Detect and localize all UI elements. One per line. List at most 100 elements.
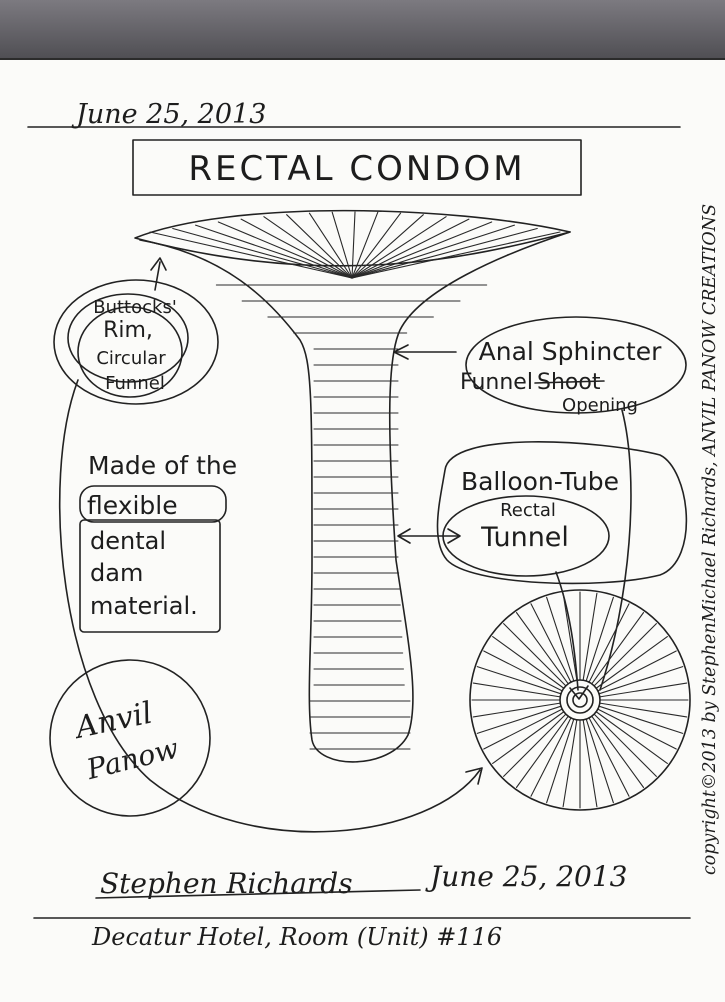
- flexible-outline: [79, 485, 227, 523]
- funnel-rim: [134, 209, 571, 279]
- disc-spoke: [597, 650, 677, 692]
- signature-date: June 25, 2013: [425, 860, 627, 893]
- material-box: [79, 519, 221, 633]
- disc-spoke: [582, 719, 598, 808]
- disc-spoke: [530, 603, 572, 683]
- disc-spoke: [588, 603, 630, 683]
- rim-spoke: [351, 214, 424, 279]
- rim-spoke: [286, 214, 353, 279]
- rim-label-line4: Funnel: [105, 373, 165, 394]
- balloon-to-opening-line: [555, 571, 579, 691]
- rim-spoke: [351, 227, 538, 279]
- rim-spoke: [351, 216, 447, 279]
- disc-spoke: [597, 708, 677, 750]
- material-label-line3: dental: [90, 527, 166, 555]
- balloon-label-group: Balloon-Tube Rectal Tunnel: [397, 441, 688, 691]
- opening-disc: [469, 589, 691, 811]
- disc-spoke: [492, 635, 565, 689]
- rim-spoke: [351, 212, 402, 279]
- rim-spoke: [351, 218, 470, 279]
- footer-location: Decatur Hotel, Room (Unit) #116: [91, 923, 502, 951]
- disc-spoke: [588, 717, 630, 797]
- disc-spoke: [476, 705, 562, 734]
- rim-spoke: [263, 216, 353, 279]
- rim-label-line2: Rim,: [103, 318, 153, 343]
- material-label-group: Made of the flexible dental dam material…: [79, 451, 237, 633]
- material-label-line4: dam: [90, 559, 143, 587]
- disc-spoke: [562, 592, 578, 681]
- disc-spoke: [515, 612, 569, 685]
- rim-spoke: [308, 212, 353, 279]
- rim-spoke: [195, 224, 353, 279]
- disc-spoke: [595, 635, 668, 689]
- disc-spoke: [503, 713, 567, 777]
- diagram-title: RECTAL CONDOM: [188, 149, 525, 189]
- rim-spoke: [149, 231, 353, 279]
- material-label-line5: material.: [90, 592, 198, 620]
- material-label-line1: Made of the: [88, 451, 237, 480]
- rim-spoke: [351, 211, 379, 279]
- disc-spoke: [530, 717, 572, 797]
- disc-spoke: [515, 715, 569, 788]
- sphincter-arrowhead: [393, 344, 409, 360]
- disc-spoke: [599, 702, 688, 718]
- rim-label-group: Buttocks' Rim, Circular Funnel: [53, 257, 219, 405]
- rim-spoke: [351, 221, 493, 279]
- rim-label-line1: Buttocks': [93, 297, 177, 318]
- disc-spoke: [472, 702, 561, 718]
- disc-spoke: [591, 715, 645, 788]
- rim-spoke: [240, 218, 353, 279]
- rim-spoke: [351, 224, 515, 279]
- disc-spoke: [582, 592, 598, 681]
- disc-spoke: [483, 650, 563, 692]
- disc-spoke: [598, 705, 684, 734]
- disc-spoke: [593, 623, 657, 687]
- rim-spoke: [351, 231, 561, 279]
- disc-spoke: [595, 711, 668, 765]
- sphincter-label-group: Anal Sphincter Funnel Shoot Opening: [393, 316, 687, 691]
- disc-spoke: [492, 711, 565, 765]
- balloon-label-line2: Rectal: [500, 500, 556, 521]
- rim-label-line3: Circular: [96, 348, 166, 369]
- disc-spoke: [599, 682, 688, 698]
- disc-spoke: [591, 612, 645, 685]
- disc-spoke: [503, 623, 567, 687]
- disc-spoke: [593, 713, 657, 777]
- rim-spoke: [331, 211, 353, 279]
- balloon-arrowhead-left: [397, 528, 411, 544]
- disc-spoke: [585, 718, 614, 804]
- rim-spoke: [172, 227, 353, 279]
- disc-spoke: [546, 596, 575, 682]
- disc-spoke: [598, 666, 684, 695]
- sphincter-to-opening-line: [599, 409, 632, 691]
- rim-arrowhead: [150, 257, 167, 271]
- balloon-arrowhead-right: [447, 528, 461, 544]
- anvil-panow-group: Anvil Panow: [49, 659, 211, 817]
- connector-arrowhead: [465, 767, 483, 785]
- disc-spoke: [585, 596, 614, 682]
- disc-spoke: [472, 682, 561, 698]
- sphincter-label-line2a: Funnel: [460, 370, 533, 395]
- balloon-label-line3: Tunnel: [480, 522, 569, 553]
- disc-spoke: [476, 666, 562, 695]
- sketchbook-page: [0, 58, 725, 1002]
- rim-arrow: [154, 261, 161, 291]
- material-label-line2: flexible: [87, 491, 178, 520]
- disc-spoke: [546, 718, 575, 804]
- disc-spoke: [483, 708, 563, 750]
- rim-spoke: [351, 211, 356, 279]
- copyright-text: copyright©2013 by StephenMichael Richard…: [700, 204, 720, 875]
- strikethrough: [534, 380, 605, 384]
- sphincter-label-line3: Opening: [562, 395, 638, 416]
- sphincter-label-line1: Anal Sphincter: [479, 337, 662, 366]
- balloon-label-line1: Balloon-Tube: [461, 467, 619, 496]
- page-top-shadow: [0, 0, 725, 62]
- title-box: [132, 139, 582, 196]
- rim-spoke: [217, 221, 353, 279]
- funnel-and-tube: [139, 231, 571, 763]
- opening-arrowhead: [569, 685, 589, 700]
- signature-scribble: [95, 889, 421, 899]
- disc-spoke: [562, 719, 578, 808]
- header-date: June 25, 2013: [71, 99, 266, 130]
